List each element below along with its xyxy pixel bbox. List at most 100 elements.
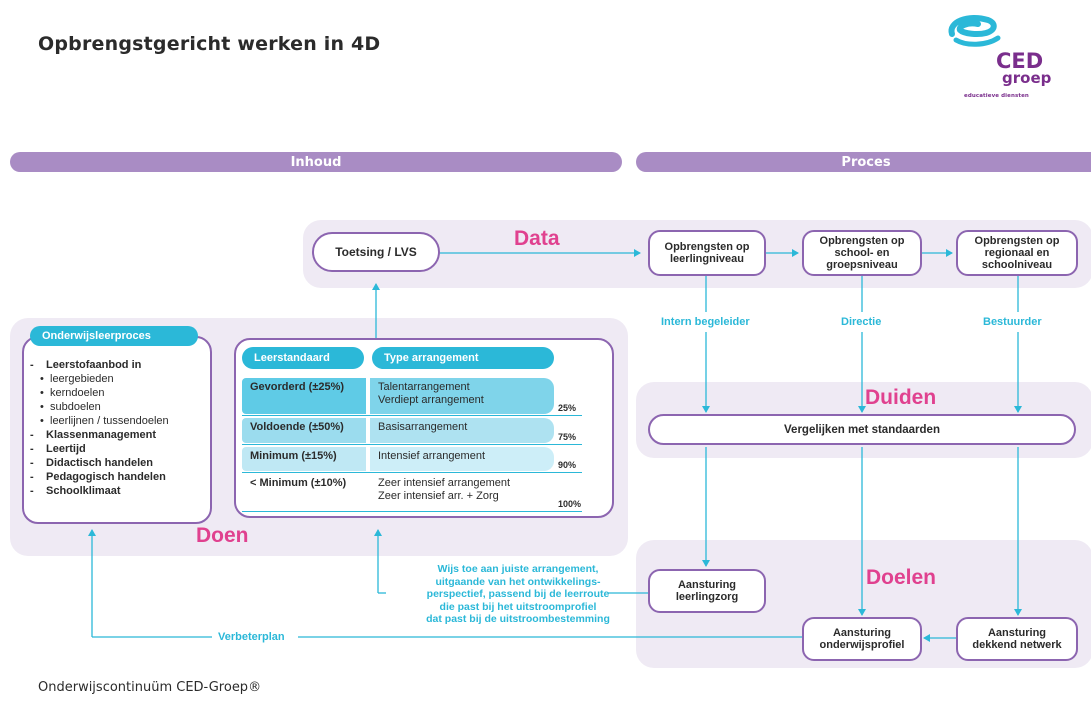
table-row-divider [242,511,582,512]
owl-item-text: Leerstofaanbod in [46,359,142,371]
box-onderwijsprofiel-line1: Aansturing [832,627,892,639]
owl-item: -Klassenmanagement [30,428,169,442]
arrangement-type: Intensief arrangement [378,450,486,462]
owl-item-text: Schoolklimaat [46,485,121,497]
note-wijs-line: dat past bij de uitstroombestemming [426,613,610,625]
banner-inhoud-label: Inhoud [290,154,342,170]
table-cell-level: < Minimum (±10%) [242,474,366,510]
box-toetsing-label: Toetsing / LVS [335,245,417,259]
owl-item-marker: - [30,471,34,483]
label-doelen: Doelen [866,566,937,589]
logo-groep-text: groep [1002,69,1052,87]
table-cell-level: Minimum (±15%) [242,447,366,471]
box-opbrengsten-regionaal-line2: regionaal en [984,247,1050,259]
note-wijs-line: perspectief, passend bij de leerroute [426,588,610,600]
table-cell-percentage: 90% [558,460,577,470]
box-leerlingzorg-line1: Aansturing [677,579,737,591]
box-aansturing-netwerk: Aansturing dekkend netwerk [956,617,1078,661]
owl-item: • leergebieden [30,372,169,386]
logo-tagline: educatieve diensten [964,93,1029,99]
box-aansturing-leerlingzorg: Aansturing leerlingzorg [648,569,766,613]
box-toetsing: Toetsing / LVS [312,232,440,272]
owl-item-marker: - [30,443,34,455]
box-opbrengsten-regionaal-line3: schoolniveau [981,259,1053,271]
owl-item-marker: - [30,485,34,497]
table-row-divider [242,444,582,445]
owl-item: • leerlijnen / tussendoelen [30,414,169,428]
owl-item-text: leergebieden [50,373,114,385]
owl-item-text: Didactisch handelen [46,457,153,469]
footer-note: Onderwijscontinuüm CED-Groep® [38,680,262,695]
owl-item-marker: • [40,401,44,413]
box-vergelijken: Vergelijken met standaarden [648,414,1076,445]
pill-leerstandaard: Leerstandaard [242,347,364,369]
box-opbrengsten-regionaal: Opbrengsten op regionaal en schoolniveau [956,230,1078,276]
table-cell-percentage: 25% [558,403,577,413]
note-wijs-line: Wijs toe aan juiste arrangement, [437,563,599,575]
box-opbrengsten-leerling-line1: Opbrengsten op [664,241,750,253]
box-opbrengsten-school: Opbrengsten op school- en groepsniveau [802,230,922,276]
owl-item-marker: - [30,429,34,441]
owl-item: -Pedagogisch handelen [30,470,169,484]
label-data: Data [514,227,560,250]
box-onderwijsleerproces [22,336,212,524]
table-row-divider [242,472,582,473]
table-cell-percentage: 100% [558,499,582,509]
table-cell-type: Intensief arrangement [370,447,554,471]
owl-header-label: Onderwijsleerproces [42,330,151,342]
banner-proces: Proces [636,152,1091,172]
owl-item: -Leerstofaanbod in [30,358,169,372]
arrangement-type: Talentarrangement [378,381,470,393]
label-verbeterplan: Verbeterplan [218,631,285,643]
owl-item-text: leerlijnen / tussendoelen [50,415,169,427]
box-opbrengsten-leerling: Opbrengsten op leerlingniveau [648,230,766,276]
box-onderwijsprofiel-line2: onderwijsprofiel [819,639,905,651]
arrangement-type: Zeer intensief arrangement [378,477,511,489]
table-cell-type: Basisarrangement [370,418,554,443]
owl-item: -Didactisch handelen [30,456,169,470]
owl-item-text: Pedagogisch handelen [46,471,166,483]
owl-item-marker: • [40,415,44,427]
table-row-divider [242,415,582,416]
ced-logo-icon [948,14,1001,47]
label-doen: Doen [196,524,249,547]
owl-item-text: subdoelen [50,401,101,413]
box-opbrengsten-regionaal-line1: Opbrengsten op [974,235,1060,247]
pill-leerstandaard-label: Leerstandaard [254,352,330,364]
owl-item-marker: - [30,457,34,469]
banner-inhoud: Inhoud [10,152,622,172]
pill-type-arrangement-label: Type arrangement [384,352,479,364]
box-aansturing-onderwijsprofiel: Aansturing onderwijsprofiel [802,617,922,661]
page-title: Opbrengstgericht werken in 4D [38,33,381,55]
owl-item-marker: - [30,359,34,371]
box-opbrengsten-school-line1: Opbrengsten op [819,235,905,247]
role-bestuurder: Bestuurder [983,316,1042,328]
arrangement-type: Zeer intensief arr. + Zorg [378,490,499,502]
owl-item: -Schoolklimaat [30,484,169,498]
pill-type-arrangement: Type arrangement [372,347,554,369]
box-opbrengsten-school-line3: groepsniveau [826,259,898,271]
table-cell-percentage: 75% [558,432,577,442]
logo-ced-text: CED [996,49,1044,73]
box-netwerk-line2: dekkend netwerk [972,639,1062,651]
note-wijs-line: die past bij het uitstroomprofiel [439,600,597,613]
table-cell-level: Voldoende (±50%) [242,418,366,443]
box-vergelijken-label: Vergelijken met standaarden [784,423,940,436]
table-cell-level: Gevorderd (±25%) [242,378,366,414]
owl-item-text: Leertijd [46,443,86,455]
banner-proces-label: Proces [841,154,891,170]
owl-item-marker: • [40,373,44,385]
owl-item: -Leertijd [30,442,169,456]
box-netwerk-line1: Aansturing [987,627,1047,639]
arrangement-type: Verdiept arrangement [378,394,484,406]
note-wijs-line: uitgaande van het ontwikkelings- [435,575,601,588]
box-opbrengsten-leerling-line2: leerlingniveau [670,253,744,265]
owl-item-marker: • [40,387,44,399]
box-leerlingzorg-line2: leerlingzorg [675,591,739,603]
owl-item: • kerndoelen [30,386,169,400]
note-wijs-toe: Wijs toe aan juiste arrangement,uitgaand… [378,563,658,626]
arrangement-type: Basisarrangement [378,421,468,433]
owl-item-text: kerndoelen [50,387,105,399]
